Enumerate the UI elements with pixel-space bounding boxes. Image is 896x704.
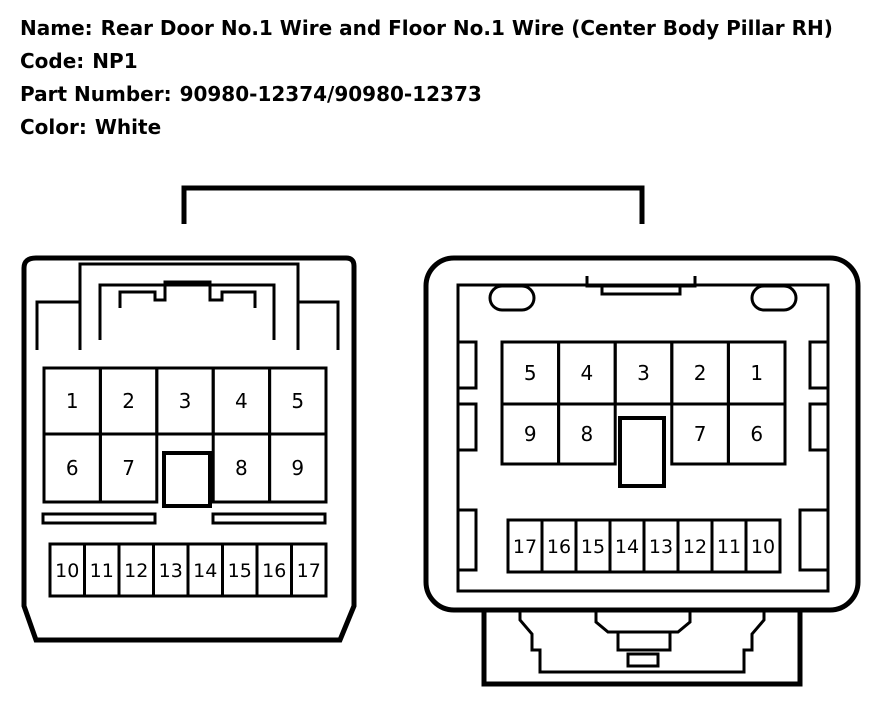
left-pin-cell-17 <box>290 542 328 598</box>
left-guide-rail-a <box>41 512 157 525</box>
left-pin-label-6: 6 <box>66 456 79 480</box>
right-pin-label-4: 4 <box>581 361 594 385</box>
color-label: Color: <box>20 115 87 139</box>
right-pin-label-17: 17 <box>513 536 537 558</box>
left-pin-label-16: 16 <box>262 560 286 582</box>
left-bottom-row: 10 11 12 13 14 15 16 17 <box>48 542 328 598</box>
name-line: Name: Rear Door No.1 Wire and Floor No.1 … <box>20 12 833 45</box>
right-pin-label-2: 2 <box>694 361 707 385</box>
name-value: Rear Door No.1 Wire and Floor No.1 Wire … <box>100 16 833 40</box>
right-pin-label-7: 7 <box>694 422 707 446</box>
left-pin-label-14: 14 <box>193 560 217 582</box>
mating-bracket <box>181 185 645 224</box>
left-pin-label-2: 2 <box>122 389 135 413</box>
right-pin-label-6: 6 <box>750 422 763 446</box>
left-pin-label-12: 12 <box>124 560 148 582</box>
left-pin-label-15: 15 <box>228 560 252 582</box>
name-label: Name: <box>20 16 93 40</box>
left-pin-label-17: 17 <box>297 560 321 582</box>
right-latch-notch <box>600 284 682 296</box>
right-pin-label-1: 1 <box>750 361 763 385</box>
right-middle-row: 9 8 7 6 <box>500 402 787 466</box>
left-pin-label-3: 3 <box>179 389 192 413</box>
left-connector <box>21 255 357 643</box>
left-connector-housing <box>21 255 357 643</box>
right-connector-housing <box>423 255 861 613</box>
left-pin-label-4: 4 <box>235 389 248 413</box>
code-label: Code: <box>20 49 85 73</box>
right-pin-label-5: 5 <box>524 361 537 385</box>
code-line: Code: NP1 <box>20 45 833 78</box>
left-latch-frame <box>98 283 276 340</box>
part-number-value: 90980-12374/90980-12373 <box>179 82 482 106</box>
right-pin-label-13: 13 <box>649 536 673 558</box>
left-pin-label-11: 11 <box>90 560 114 582</box>
right-bottom-row: 17 16 15 14 13 12 11 10 <box>506 518 782 574</box>
left-inner-frame <box>35 262 340 350</box>
left-key-slot <box>162 451 212 508</box>
right-key-slot <box>618 416 666 488</box>
part-number-label: Part Number: <box>20 82 172 106</box>
left-pin-label-1: 1 <box>66 389 79 413</box>
connector-info: Name: Rear Door No.1 Wire and Floor No.1 … <box>20 12 833 144</box>
left-pin-label-8: 8 <box>235 456 248 480</box>
left-pin-label-10: 10 <box>55 560 79 582</box>
left-guide-rail-b <box>211 512 327 525</box>
right-lock-housing <box>481 610 803 687</box>
right-pin-label-15: 15 <box>581 536 605 558</box>
right-pin-label-14: 14 <box>615 536 639 558</box>
left-pin-label-13: 13 <box>159 560 183 582</box>
right-pin-label-12: 12 <box>683 536 707 558</box>
right-pin-label-16: 16 <box>547 536 571 558</box>
right-pin-label-9: 9 <box>524 422 537 446</box>
right-connector <box>423 255 861 687</box>
right-pin-label-8: 8 <box>581 422 594 446</box>
right-lock-tab <box>616 630 672 652</box>
right-pin-cell-6 <box>726 402 787 466</box>
left-pin-cell-7 <box>98 432 159 504</box>
right-pin-label-3: 3 <box>637 361 650 385</box>
color-value: White <box>94 115 162 139</box>
left-top-row: 1 2 3 4 5 <box>42 366 328 436</box>
left-middle-row: 6 7 8 9 <box>42 432 328 504</box>
left-latch <box>118 280 257 308</box>
color-line: Color: White <box>20 111 833 144</box>
right-pin-label-10: 10 <box>751 536 775 558</box>
code-value: NP1 <box>92 49 138 73</box>
right-pin-cell-8 <box>557 402 617 466</box>
left-pin-cell-9 <box>268 432 328 504</box>
right-pin-label-11: 11 <box>717 536 741 558</box>
right-top-row: 5 4 3 2 1 <box>500 340 787 406</box>
left-pin-label-5: 5 <box>291 389 304 413</box>
right-guide-oval-right <box>750 284 798 312</box>
left-pin-label-7: 7 <box>122 456 135 480</box>
left-pin-label-9: 9 <box>291 456 304 480</box>
part-number-line: Part Number: 90980-12374/90980-12373 <box>20 78 833 111</box>
right-guide-oval-left <box>488 284 536 312</box>
right-pin-cell-10 <box>744 518 782 574</box>
